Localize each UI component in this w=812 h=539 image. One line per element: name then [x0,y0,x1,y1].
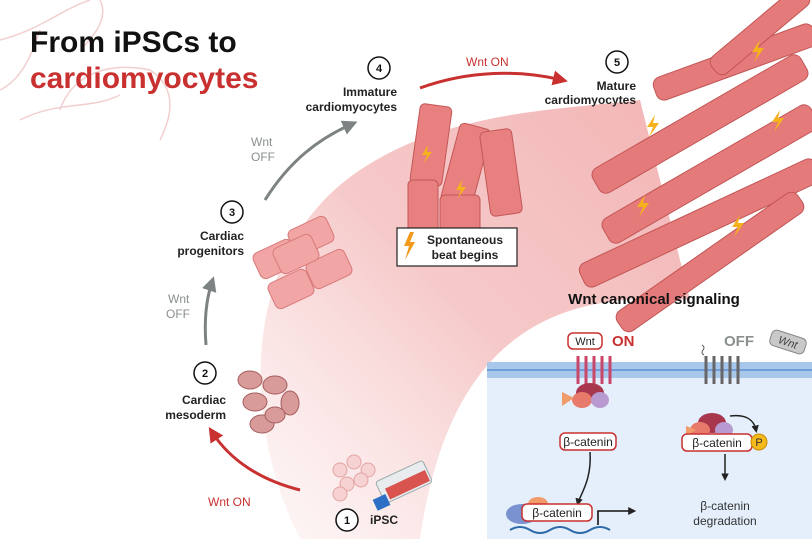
mesoderm-cells [237,370,300,434]
arrow-to-nucleus [575,451,591,506]
signaling-title: Wnt canonical signaling [568,291,740,308]
svg-text:β-catenin: β-catenin [532,506,582,520]
transition-label-1: Wnt ON [208,495,251,509]
svg-text:beat begins: beat begins [432,248,499,262]
lightning-icons [422,40,784,237]
svg-text:cardiomyocytes: cardiomyocytes [306,100,398,114]
svg-text:β-catenin: β-catenin [563,435,613,449]
degradation-label-2: degradation [693,514,756,528]
transcription-complex: β-catenin [506,497,637,534]
svg-text:Mature: Mature [597,79,637,93]
title-line2: cardiomyocytes [30,62,258,95]
svg-text:Cardiac: Cardiac [182,393,226,407]
wnt-on-receptor: Wnt ON [562,332,635,408]
degradation-label-1: β-catenin [700,499,750,513]
transition-label-3b: OFF [251,150,275,164]
transition-label-3: Wnt [251,135,273,149]
arrow-wnt-off-1 [202,276,217,346]
svg-text:ON: ON [612,333,635,350]
svg-text:β-catenin: β-catenin [692,436,742,450]
svg-text:Wnt: Wnt [575,336,595,348]
beta-catenin-cytoplasm: β-catenin [559,432,617,451]
beta-catenin-phosphorylated: β-catenin P [681,433,768,452]
svg-text:mesoderm: mesoderm [165,408,226,422]
step-2: 2 Cardiac mesoderm [165,361,226,422]
svg-text:3: 3 [229,207,235,219]
immature-cardiomyocytes [407,103,523,241]
svg-text:Cardiac: Cardiac [200,229,244,243]
transition-label-2: Wnt [168,292,190,306]
transition-label-2b: OFF [166,307,190,321]
svg-text:Spontaneous: Spontaneous [427,233,503,247]
step-4: 4 Immature cardiomyocytes [306,56,398,114]
arrow-wnt-off-2 [263,120,358,201]
svg-text:iPSC: iPSC [370,513,398,527]
svg-text:1: 1 [344,515,350,527]
lightning-icon [404,232,415,260]
spontaneous-beat-box: Spontaneous beat begins [396,227,518,267]
svg-text:cardiomyocytes: cardiomyocytes [545,93,637,107]
phosphate-icon [750,433,768,451]
transcription-arrow-icon [597,507,637,525]
transition-label-4: Wnt ON [466,55,509,69]
differentiation-band [260,100,690,539]
title-line1: From iPSCs to [30,26,237,59]
ipsc-cells [332,454,376,502]
svg-text:P: P [755,437,762,449]
arrow-wnt-on-2 [419,70,568,90]
progenitor-cells [252,215,353,310]
step-3: 3 Cardiac progenitors [177,200,244,258]
blood-vessel-decoration [0,0,171,141]
arrow-wnt-on-1 [208,426,301,492]
culture-flask-icon [372,460,433,511]
svg-text:4: 4 [376,63,383,75]
svg-text:OFF: OFF [724,333,754,350]
step-1: 1 iPSC [335,508,398,532]
svg-text:2: 2 [202,368,208,380]
svg-text:progenitors: progenitors [177,244,244,258]
mature-cardiomyocytes [578,0,812,333]
step-5: 5 Mature cardiomyocytes [545,50,637,107]
svg-text:5: 5 [614,57,620,69]
svg-text:Immature: Immature [343,85,397,99]
wnt-off-receptor: OFF Wnt [701,329,807,384]
